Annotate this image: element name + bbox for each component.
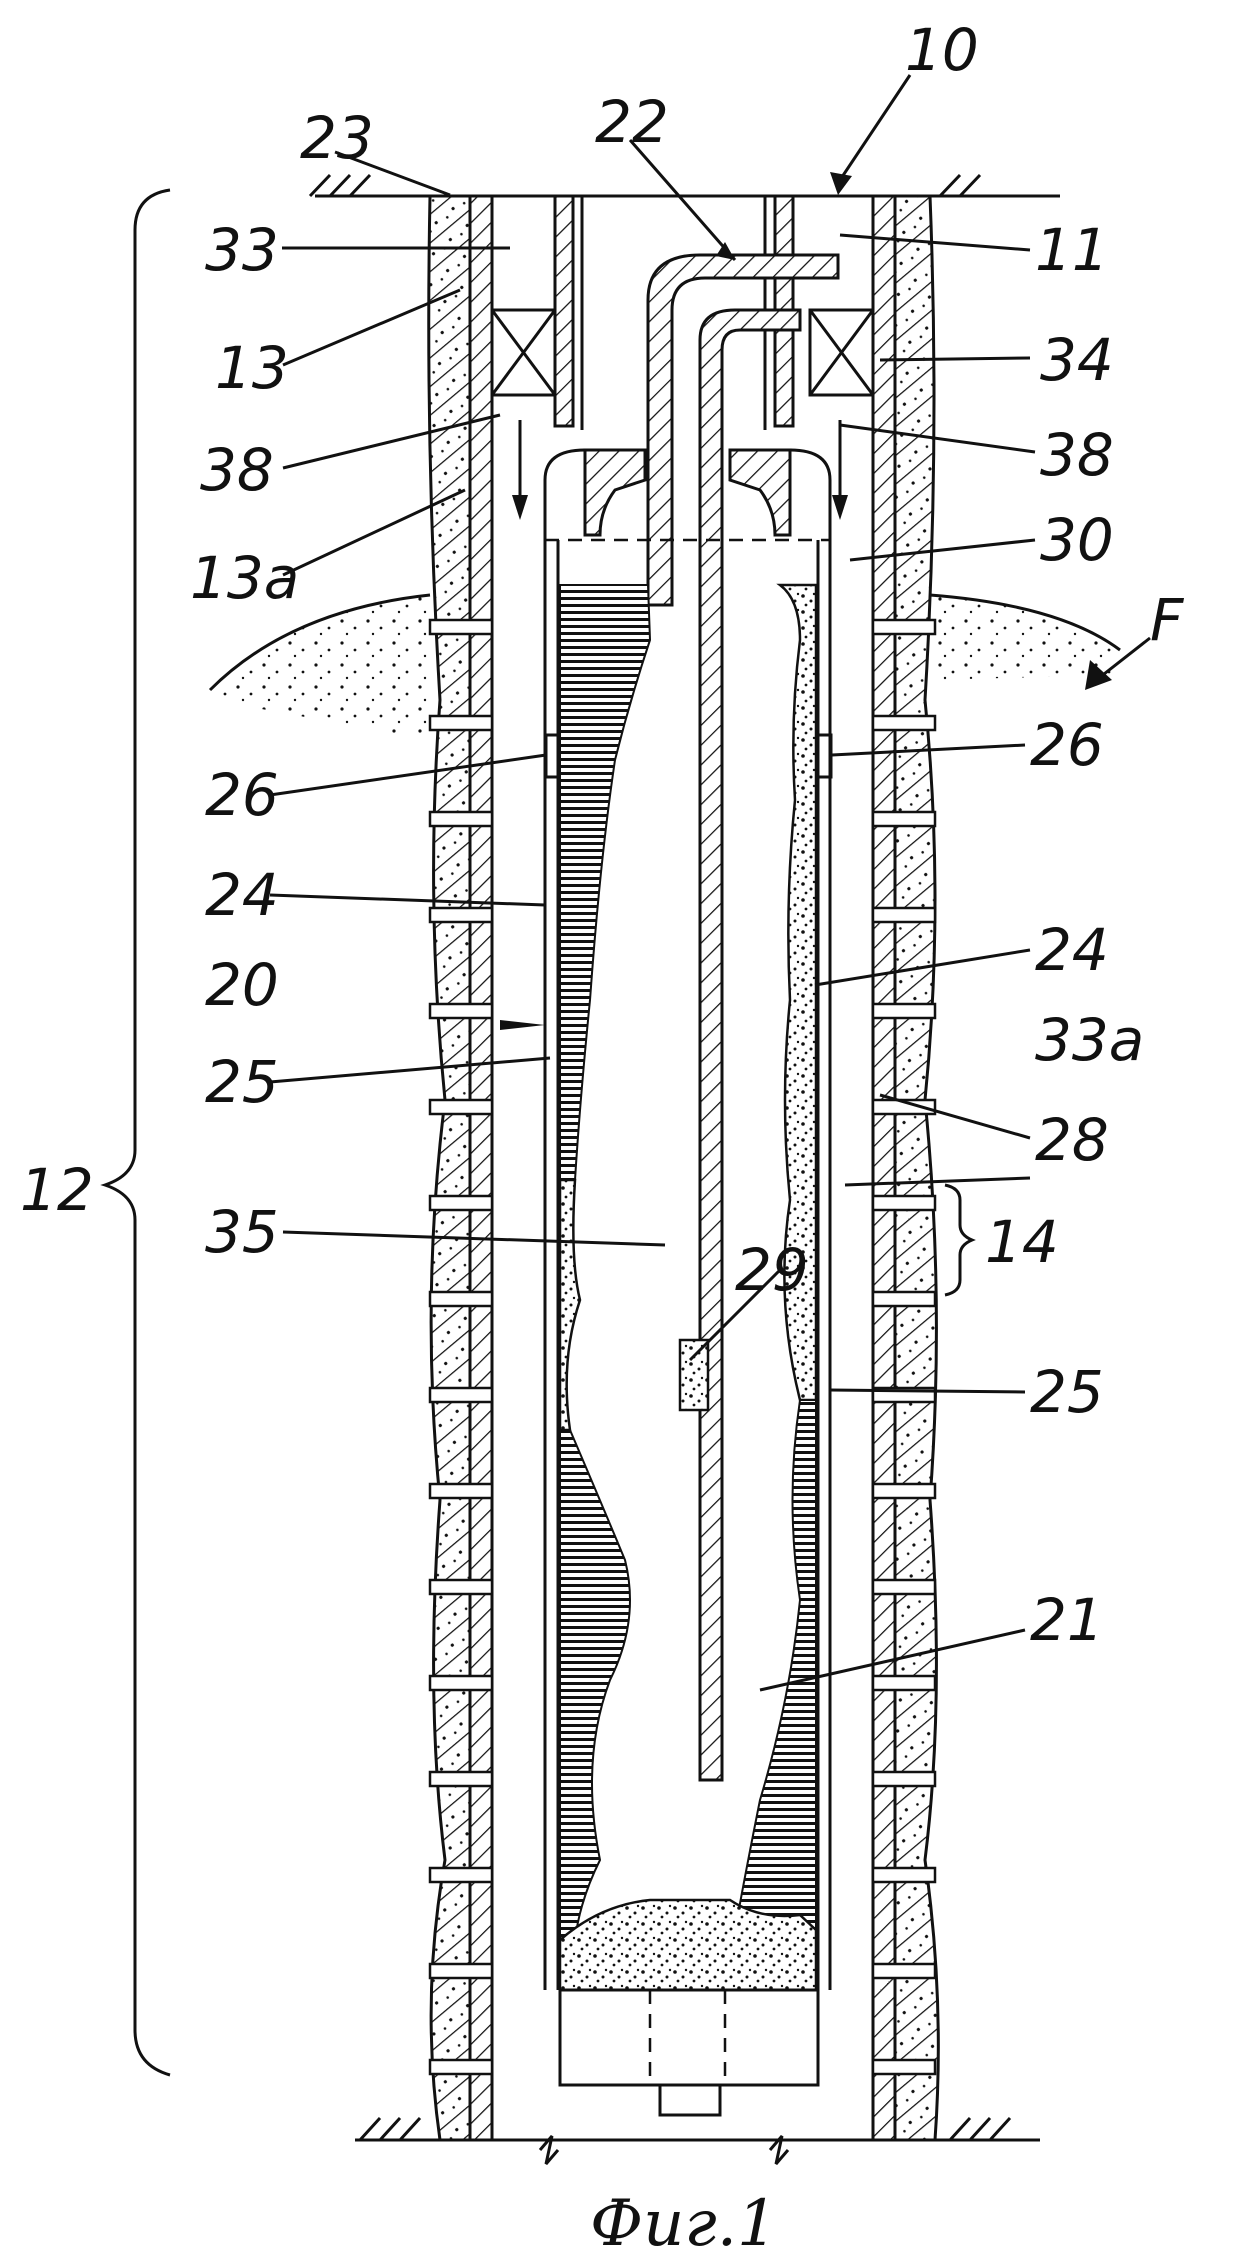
shoe	[560, 1990, 818, 2085]
label-23: 23	[300, 104, 374, 172]
perforation-slot	[873, 1292, 935, 1306]
cement-wall-right	[895, 196, 938, 2140]
perforation-slot	[430, 1484, 492, 1498]
packer-right	[810, 310, 873, 395]
perforation-slot	[873, 1196, 935, 1210]
perforation-slot	[430, 1964, 492, 1978]
perforation-slot	[430, 620, 492, 634]
label-13: 13	[215, 334, 289, 402]
tubing-left-wall	[555, 196, 573, 426]
label-33a: 33a	[1035, 1006, 1144, 1074]
perforation-slot	[430, 716, 492, 730]
label-24-right: 24	[1035, 916, 1109, 984]
label-26-right: 26	[1030, 711, 1104, 779]
label-38-right: 38	[1040, 421, 1114, 489]
perforation-slot	[873, 2060, 935, 2074]
deposit-left-sand	[560, 1180, 580, 1430]
perforation-slot	[430, 1580, 492, 1594]
bent-pipe-22	[648, 255, 838, 605]
label-25-right: 25	[1030, 1358, 1104, 1426]
label-28: 28	[1035, 1106, 1109, 1174]
perforation-slot	[430, 1100, 492, 1114]
label-10: 10	[905, 16, 979, 84]
brace-12	[105, 190, 170, 2075]
shoe-plug	[660, 2085, 720, 2115]
packer-left	[492, 310, 555, 395]
perforation-slot	[873, 812, 935, 826]
label-34: 34	[1040, 326, 1114, 394]
brace-14	[945, 1185, 972, 1295]
perforation-slot	[430, 1676, 492, 1690]
deposit-left-dense	[560, 585, 650, 1180]
perforation-slot	[430, 1196, 492, 1210]
label-13a: 13a	[190, 544, 299, 612]
perforation-slot	[873, 1004, 935, 1018]
label-14: 14	[985, 1208, 1059, 1276]
perforation-slot	[430, 812, 492, 826]
label-20: 20	[205, 951, 279, 1019]
perforation-slot	[430, 1868, 492, 1882]
flow-arrows	[512, 420, 848, 520]
formation-F-left	[210, 595, 430, 740]
figure-caption: Фиг.1	[590, 2187, 778, 2261]
label-26-left: 26	[205, 761, 279, 829]
cement-wall-left	[429, 196, 470, 2140]
perforation-slot	[873, 1580, 935, 1594]
perforation-slot	[873, 1676, 935, 1690]
perforation-slot	[873, 620, 935, 634]
perforation-slot	[873, 1772, 935, 1786]
filter-top-flange	[545, 450, 830, 540]
label-29: 29	[735, 1236, 809, 1304]
label-35: 35	[205, 1198, 279, 1266]
perforation-slot	[873, 1868, 935, 1882]
label-22: 22	[595, 88, 669, 156]
label-12: 12	[20, 1156, 94, 1224]
casing-right	[873, 196, 895, 2140]
label-21: 21	[1030, 1586, 1104, 1654]
perforation-slot	[430, 1004, 492, 1018]
label-33: 33	[205, 216, 279, 284]
label-38-left: 38	[200, 436, 274, 504]
deposit-left-lower-dense	[560, 1430, 630, 1940]
casing-left	[470, 196, 492, 2140]
perforation-slot	[430, 1388, 492, 1402]
perforation-slot	[873, 908, 935, 922]
label-F: F	[1150, 586, 1185, 654]
label-25-left: 25	[205, 1048, 279, 1116]
perforation-slot	[430, 1772, 492, 1786]
perforation-slot	[430, 1292, 492, 1306]
perforation-slot	[873, 1484, 935, 1498]
perforation-slot	[430, 2060, 492, 2074]
perforation-slot	[430, 908, 492, 922]
label-30: 30	[1040, 506, 1114, 574]
label-11: 11	[1035, 216, 1109, 284]
perforation-slot	[873, 1964, 935, 1978]
sample-29	[680, 1340, 708, 1410]
perforation-slot	[873, 716, 935, 730]
label-24-left: 24	[205, 861, 279, 929]
